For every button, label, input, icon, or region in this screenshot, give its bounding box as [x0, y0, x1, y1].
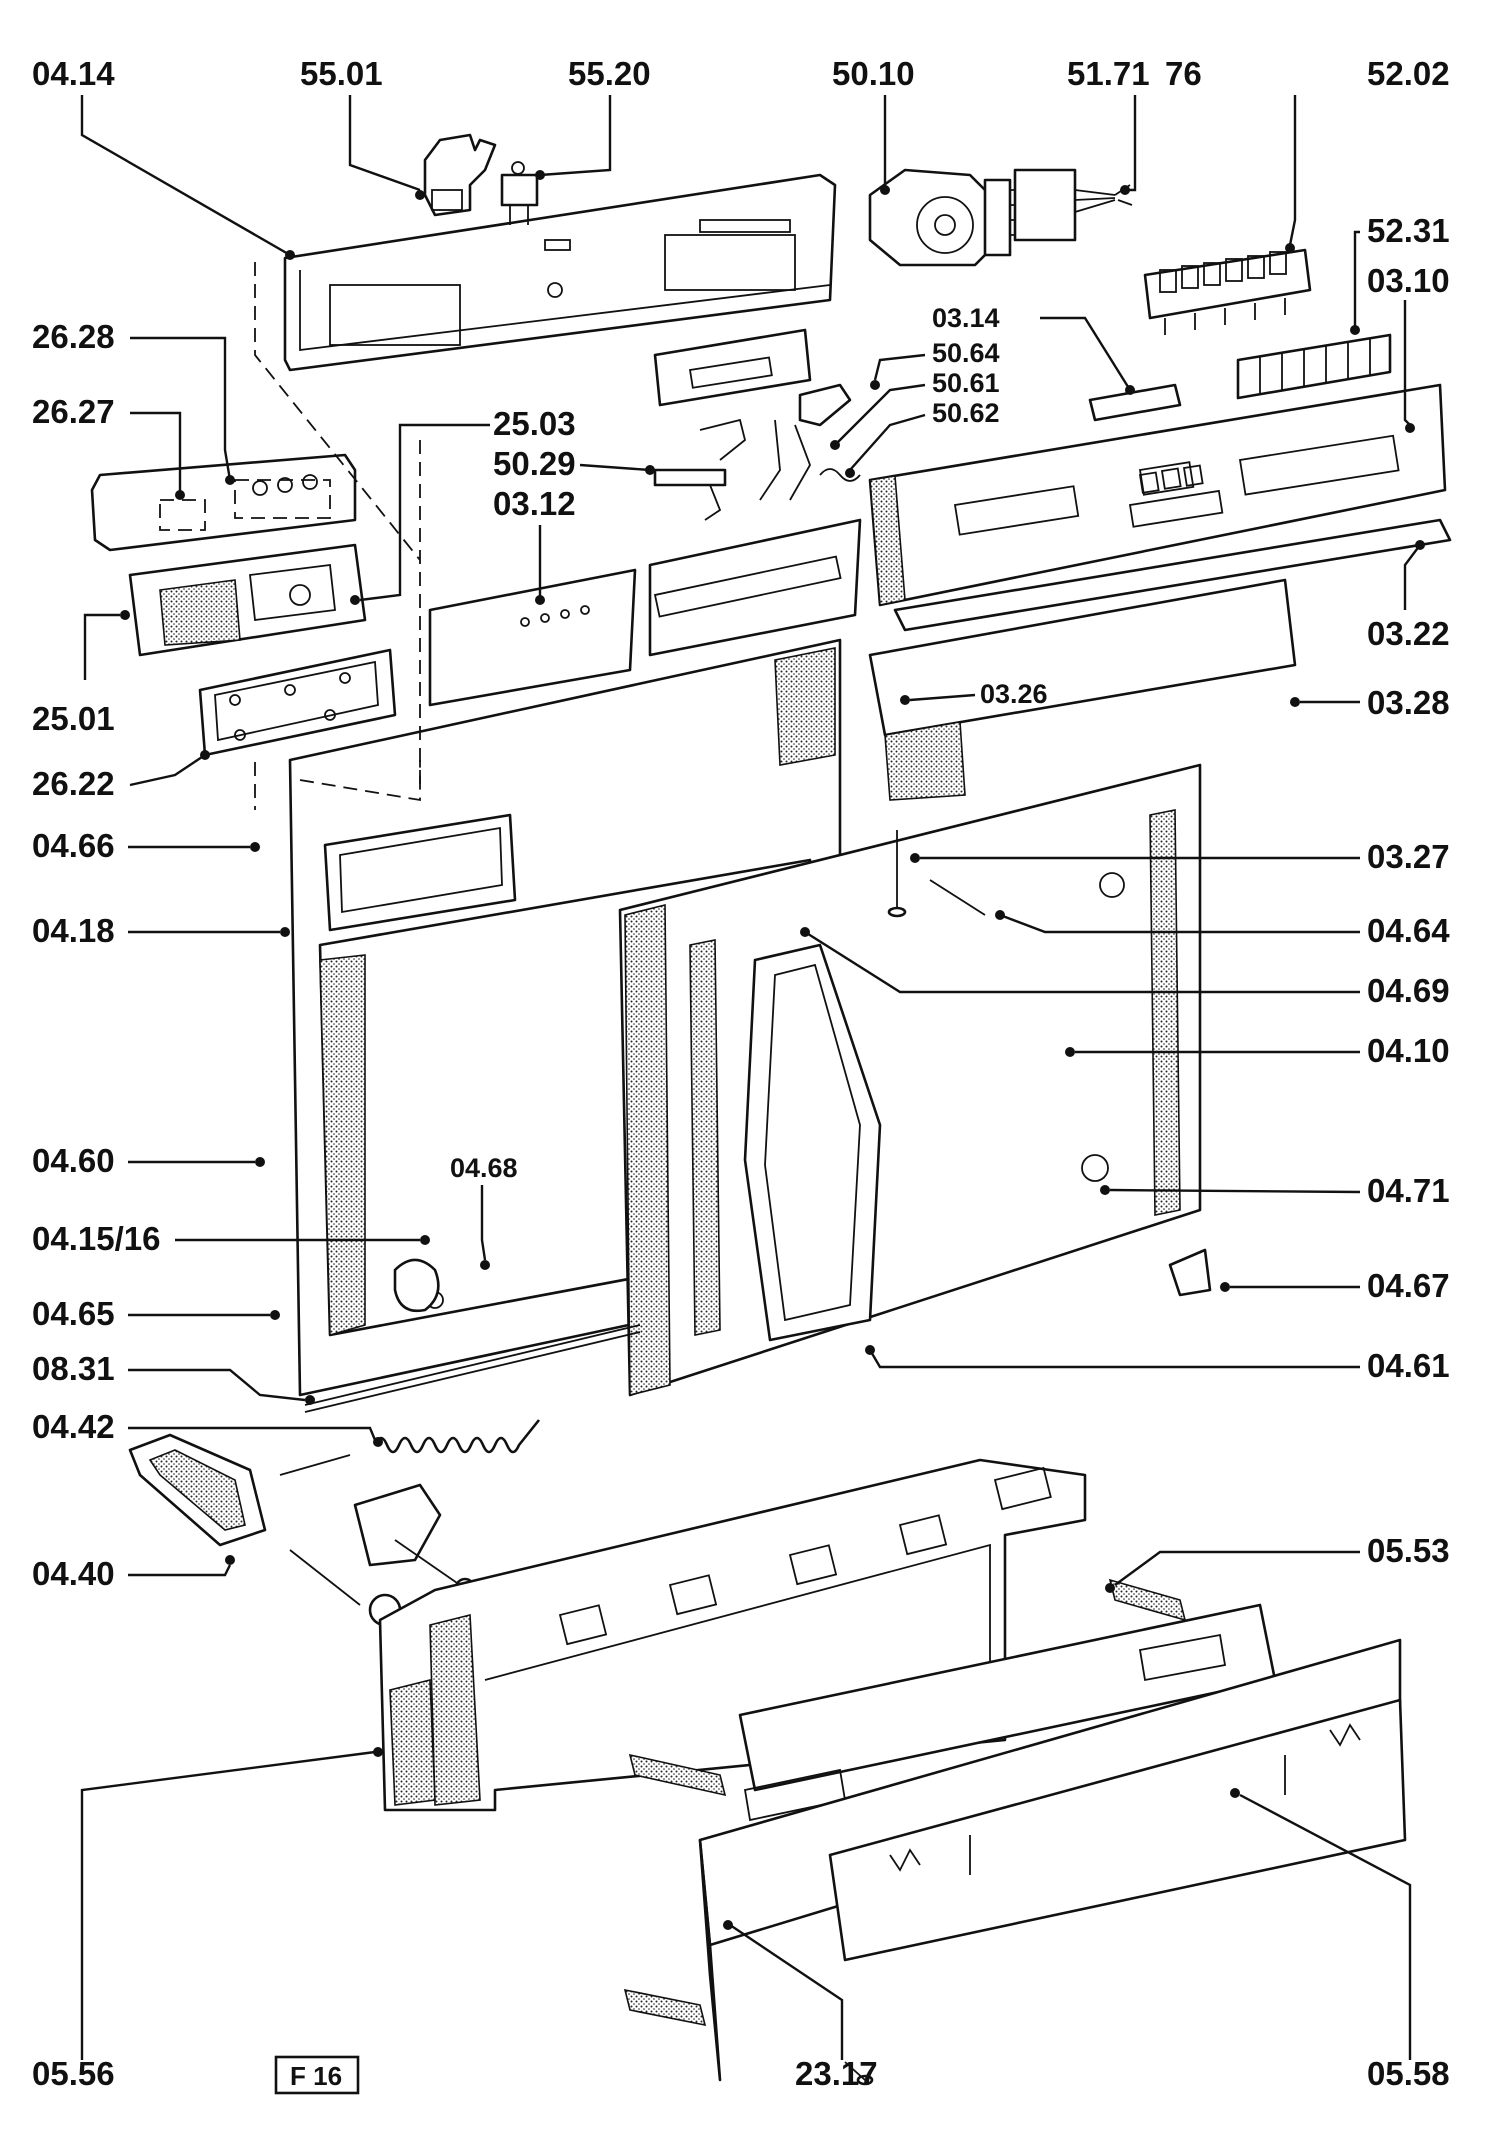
label-04-66: 04.66	[32, 827, 115, 864]
label-04-71: 04.71	[1367, 1172, 1450, 1209]
part-wiring-connector	[1013, 168, 1133, 242]
label-04-15-16: 04.15/16	[32, 1220, 160, 1257]
label-76: 76	[1165, 55, 1202, 92]
part-button-caps	[1236, 333, 1392, 400]
label-03-10: 03.10	[1367, 262, 1450, 299]
part-panel-rail	[868, 578, 1297, 801]
part-microswitch	[500, 161, 539, 225]
part-lever-assembly	[653, 328, 861, 501]
label-26-27: 26.27	[32, 393, 115, 430]
part-actuator-rod	[653, 418, 747, 521]
part-panel-trim	[893, 518, 1452, 632]
label-05-56: 05.56	[32, 2055, 115, 2092]
part-top-bracket	[283, 173, 837, 372]
part-labels: 04.14 55.01 55.20 50.10 51.71 76 52.02 5…	[32, 55, 1450, 2092]
label-04-60: 04.60	[32, 1142, 115, 1179]
label-04-64: 04.64	[1367, 912, 1450, 949]
figure-tag-text: F 16	[290, 2061, 342, 2091]
part-base-frame	[378, 1458, 1087, 1812]
label-04-42: 04.42	[32, 1408, 115, 1445]
label-25-01: 25.01	[32, 700, 115, 737]
label-55-20: 55.20	[568, 55, 651, 92]
label-51-71: 51.71	[1067, 55, 1150, 92]
guide-line	[254, 262, 421, 561]
label-50-64: 50.64	[932, 338, 1000, 368]
part-hinge-mechanism	[128, 1433, 476, 1627]
label-55-01: 55.01	[300, 55, 383, 92]
part-facia-plate	[428, 518, 862, 707]
label-50-61: 50.61	[932, 368, 1000, 398]
label-50-10: 50.10	[832, 55, 915, 92]
label-03-12: 03.12	[493, 485, 576, 522]
part-dispenser-housing	[90, 453, 357, 552]
label-52-02: 52.02	[1367, 55, 1450, 92]
part-pushbutton-switch	[1143, 248, 1312, 335]
label-03-27: 03.27	[1367, 838, 1450, 875]
label-03-26: 03.26	[980, 679, 1048, 709]
label-05-58: 05.58	[1367, 2055, 1450, 2092]
label-50-62: 50.62	[932, 398, 1000, 428]
part-spring-assembly	[304, 1324, 641, 1454]
label-08-31: 08.31	[32, 1350, 115, 1387]
label-26-28: 26.28	[32, 318, 115, 355]
part-door-switch	[423, 133, 497, 217]
label-04-65: 04.65	[32, 1295, 115, 1332]
label-04-40: 04.40	[32, 1555, 115, 1592]
part-dispenser-lower	[128, 543, 367, 657]
label-04-67: 04.67	[1367, 1267, 1450, 1304]
label-26-22: 26.22	[32, 765, 115, 802]
label-52-31: 52.31	[1367, 212, 1450, 249]
label-04-61: 04.61	[1367, 1347, 1450, 1384]
label-04-69: 04.69	[1367, 972, 1450, 1009]
label-05-53: 05.53	[1367, 1532, 1450, 1569]
leader-lines	[80, 95, 1425, 2060]
label-25-03: 25.03	[493, 405, 576, 442]
part-timer	[868, 168, 1035, 267]
label-03-22: 03.22	[1367, 615, 1450, 652]
label-50-29: 50.29	[493, 445, 576, 482]
label-03-28: 03.28	[1367, 684, 1450, 721]
part-outer-door	[618, 763, 1202, 1397]
label-04-18: 04.18	[32, 912, 115, 949]
part-cover-cap	[1088, 383, 1182, 422]
part-control-panel	[868, 383, 1447, 607]
label-04-68: 04.68	[450, 1153, 518, 1183]
part-dispenser-gasket	[198, 648, 397, 757]
part-hinge-clip	[1168, 1248, 1212, 1297]
figure-tag: F 16	[274, 2055, 360, 2095]
label-04-14: 04.14	[32, 55, 115, 92]
label-23-17: 23.17	[795, 2055, 878, 2092]
part-screw	[887, 830, 986, 918]
label-03-14: 03.14	[932, 303, 1000, 333]
label-04-10: 04.10	[1367, 1032, 1450, 1069]
part-kick-plate	[623, 1638, 1407, 2086]
